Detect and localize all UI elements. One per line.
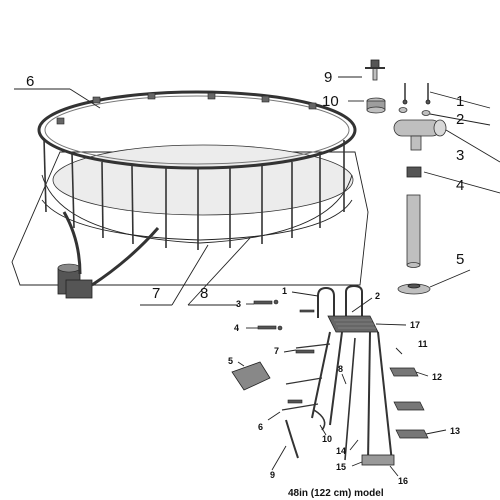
spare-parts	[338, 59, 500, 295]
part-2-caps	[398, 107, 491, 126]
callout-8: 8	[200, 285, 208, 302]
part-10-washer	[348, 97, 386, 114]
ladder-callout-15: 15	[336, 462, 346, 472]
ground-cloth	[11, 151, 369, 286]
pump-hose-return	[91, 227, 160, 287]
ladder-step-3	[395, 429, 429, 439]
filter-pump	[57, 263, 93, 299]
ladder-callout-16: 16	[398, 476, 408, 486]
ladder-callout-7: 7	[274, 346, 279, 356]
ladder-callout-13: 13	[450, 426, 460, 436]
pool-callouts: 6 9 10 1 2 3 4 5 7 8	[26, 69, 464, 302]
ladder-bracket	[231, 361, 271, 391]
ladder-callout-1: 1	[282, 286, 287, 296]
pump-hose	[62, 211, 82, 275]
rail-joints	[56, 92, 317, 125]
callout-1: 1	[456, 93, 464, 110]
ladder-callout-9: 9	[270, 470, 275, 480]
pool-leg-part	[406, 194, 421, 268]
ladder-callout-11: 11	[418, 339, 428, 349]
ladder-callout-12: 12	[432, 372, 442, 382]
callout-9: 9	[324, 69, 332, 86]
pool-wall-bottom	[41, 174, 353, 244]
part-9-valve	[338, 59, 385, 81]
part-4-leg-cap	[406, 166, 500, 194]
ladder-callout-14: 14	[336, 446, 346, 456]
ladder-step-2	[393, 401, 425, 411]
ladder-callout-3: 3	[236, 299, 241, 309]
part-3-t-joint	[393, 119, 500, 163]
ladder-callout-6: 6	[258, 422, 263, 432]
ladder-callout-4: 4	[234, 323, 239, 333]
callout-5: 5	[456, 251, 464, 268]
callout-4: 4	[456, 177, 464, 194]
callout-3: 3	[456, 147, 464, 164]
ladder-callouts: 1 2 3 4 5 6 7 8 9 10 11 12 13 14 15 16 1…	[228, 286, 460, 486]
ladder-callout-8: 8	[338, 364, 343, 374]
ladder-assembly	[231, 284, 447, 477]
part-5-leg-base	[397, 269, 471, 295]
callout-10: 10	[322, 93, 339, 110]
callout-6: 6	[26, 73, 34, 90]
ladder-callout-10: 10	[322, 434, 332, 444]
part-1-pins	[402, 83, 491, 109]
ladder-callout-17: 17	[410, 320, 420, 330]
ladder-hardware	[253, 299, 315, 404]
pool-top-rail	[37, 90, 357, 170]
model-caption: 48in (122 cm) model	[288, 488, 384, 499]
ladder-step-1	[389, 367, 419, 377]
ladder-callout-2: 2	[375, 291, 380, 301]
ladder-callout-5: 5	[228, 356, 233, 366]
pool-legs	[43, 137, 345, 250]
callout-2: 2	[456, 111, 464, 128]
pool-assembly	[11, 88, 369, 306]
callout-7: 7	[152, 285, 160, 302]
